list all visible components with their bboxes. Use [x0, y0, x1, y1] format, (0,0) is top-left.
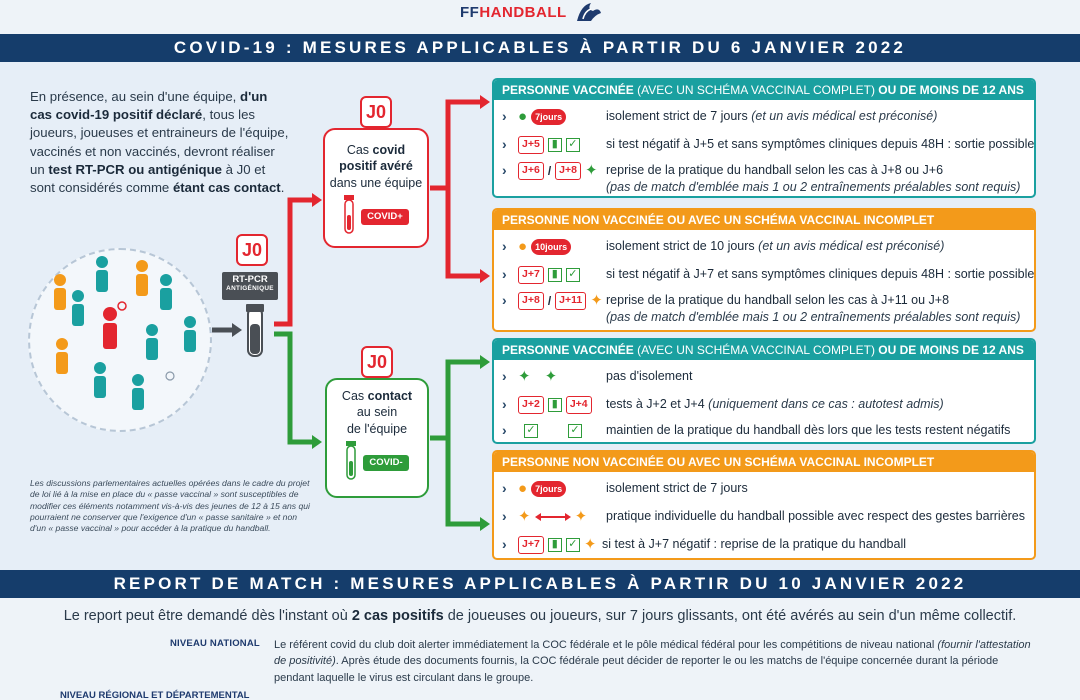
covid-positive-tag: COVID+ — [361, 208, 409, 225]
double-arrow-icon — [534, 513, 571, 521]
legal-note: Les discussions parlementaires actuelles… — [30, 478, 310, 534]
checkmark-icon: ✓ — [565, 268, 580, 282]
tube-icon: ▮ — [547, 398, 562, 412]
panel-header: PERSONNE VACCINÉE (AVEC UN SCHÉMA VACCIN… — [494, 80, 1034, 100]
running-player-icon: ✦ — [518, 368, 531, 385]
niveau-regional-label: NIVEAU RÉGIONAL ET DÉPARTEMENTAL — [60, 690, 250, 700]
j0-badge-main: J0 — [236, 234, 268, 266]
chevron-right-icon: › — [502, 292, 507, 308]
case-contact-box: Cas contact au sein de l'équipe COVID- — [325, 378, 429, 498]
team-people-icon — [54, 256, 196, 410]
day-badge: J+7 — [518, 266, 544, 284]
chevron-right-icon: › — [502, 238, 507, 254]
day-badge: J+8 — [555, 162, 581, 180]
case-positive-text: Cas covid — [346, 143, 406, 157]
person-icon: ● — [518, 238, 528, 255]
intro-paragraph: En présence, au sein d'une équipe, d'un … — [30, 89, 289, 196]
checkmark-icon: ✓ — [565, 138, 580, 152]
panel-header: PERSONNE NON VACCINÉE OU AVEC UN SCHÉMA … — [494, 210, 1034, 230]
panel-vaccinated-positive: PERSONNE VACCINÉE (AVEC UN SCHÉMA VACCIN… — [492, 78, 1036, 198]
team-crowd-illustration — [28, 248, 212, 432]
duration-pill: 10jours — [531, 239, 572, 255]
test-tube-icon — [344, 194, 355, 234]
j0-badge-contact: J0 — [361, 346, 393, 378]
running-player-icon: ✦ — [574, 508, 588, 525]
person-icon: ● — [518, 108, 528, 125]
day-badge: J+5 — [518, 136, 544, 154]
running-player-icon: ✦ — [544, 368, 558, 385]
panel-unvaccinated-contact: PERSONNE NON VACCINÉE OU AVEC UN SCHÉMA … — [492, 450, 1036, 560]
day-badge: J+4 — [565, 396, 592, 414]
duration-pill: 7jours — [531, 481, 567, 497]
report-intro: Le report peut être demandé dès l'instan… — [63, 608, 1017, 624]
chevron-right-icon: › — [502, 162, 507, 178]
tube-icon: ▮ — [547, 138, 562, 152]
niveau-national-label: NIVEAU NATIONAL — [170, 638, 260, 649]
day-badge: J+8 — [518, 292, 544, 310]
panel-vaccinated-contact: PERSONNE VACCINÉE (AVEC UN SCHÉMA VACCIN… — [492, 338, 1036, 444]
day-badge: J+2 — [518, 396, 544, 414]
running-player-icon: ✦ — [584, 162, 598, 179]
niveau-national-text: Le référent covid du club doit alerter i… — [274, 639, 1031, 684]
checkmark-icon: ✓ — [524, 424, 538, 438]
running-player-icon: ✦ — [583, 536, 597, 553]
title-band-report: REPORT DE MATCH : MESURES APPLICABLES À … — [0, 570, 1080, 598]
running-player-icon: ✦ — [590, 292, 603, 309]
checkmark-icon: ✓ — [568, 424, 582, 438]
chevron-right-icon: › — [502, 536, 507, 552]
day-badge: J+11 — [555, 292, 587, 310]
duration-pill: 7jours — [531, 109, 567, 125]
person-icon: ● — [518, 480, 528, 497]
tube-icon: ▮ — [547, 268, 562, 282]
j0-badge-positive: J0 — [360, 96, 392, 128]
title-band-covid: COVID-19 : MESURES APPLICABLES À PARTIR … — [0, 34, 1080, 62]
chevron-right-icon: › — [502, 480, 507, 496]
rtpcr-label: RT-PCR ANTIGÉNIQUE — [222, 272, 278, 300]
checkmark-icon: ✓ — [565, 538, 580, 552]
day-badge: J+7 — [518, 536, 544, 554]
chevron-right-icon: › — [502, 422, 507, 438]
chevron-right-icon: › — [502, 508, 507, 524]
ffhandball-logo: FFHANDBALL — [460, 0, 603, 24]
day-badge: J+6 — [518, 162, 544, 180]
test-tube-icon — [346, 440, 357, 480]
panel-header: PERSONNE VACCINÉE (AVEC UN SCHÉMA VACCIN… — [494, 340, 1034, 360]
flow-connectors — [212, 95, 490, 531]
tube-icon: ▮ — [547, 538, 562, 552]
chevron-right-icon: › — [502, 108, 507, 124]
running-player-icon: ✦ — [518, 508, 531, 525]
logo-text: FFHANDBALL — [460, 3, 567, 21]
case-positive-box: Cas covid positif avéré dans une équipe … — [323, 128, 429, 248]
covid-negative-tag: COVID- — [363, 454, 409, 471]
chevron-right-icon: › — [502, 136, 507, 152]
chevron-right-icon: › — [502, 266, 507, 282]
rooster-icon — [576, 3, 601, 21]
chevron-right-icon: › — [502, 368, 507, 384]
panel-header: PERSONNE NON VACCINÉE OU AVEC UN SCHÉMA … — [494, 452, 1034, 472]
panel-unvaccinated-positive: PERSONNE NON VACCINÉE OU AVEC UN SCHÉMA … — [492, 208, 1036, 332]
chevron-right-icon: › — [502, 396, 507, 412]
covid-measures-section: En présence, au sein d'une équipe, d'un … — [0, 62, 1080, 570]
